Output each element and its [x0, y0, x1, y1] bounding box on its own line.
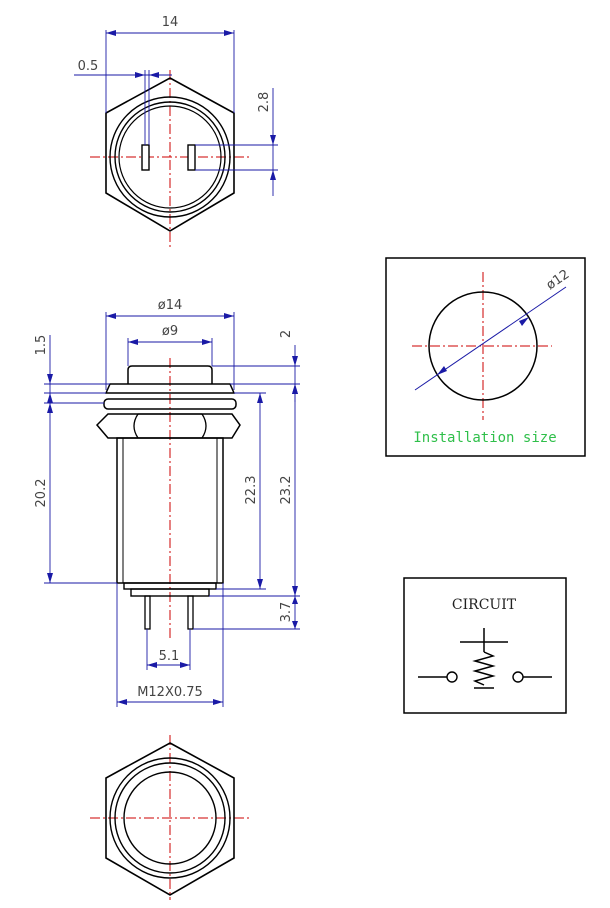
side-view-base — [130, 588, 210, 597]
installation-box-frame — [385, 257, 586, 457]
circuit-panel: CIRCUIT — [403, 577, 567, 714]
installation-arrow-low — [437, 366, 447, 375]
top-view-terminal-left — [141, 144, 150, 171]
dim-14-arrow-right — [224, 30, 234, 36]
bottom-view — [90, 735, 252, 900]
dim-d14-label: ø14 — [158, 298, 183, 313]
dim-0-5-label: 0.5 — [78, 59, 99, 74]
bottom-view-button-ring — [123, 771, 217, 865]
bottom-view-middle-ring — [114, 762, 226, 874]
dim-22-3-label: 22.3 — [244, 476, 259, 505]
dim-thread-arrow-left — [117, 699, 127, 705]
dim-0-5-arrow-right — [149, 72, 159, 78]
circuit-contact-left — [446, 671, 458, 683]
dim-3-7-label: 3.7 — [279, 602, 294, 623]
dim-14-label: 14 — [162, 15, 179, 30]
dim-20-2-arrow-bottom — [47, 573, 53, 583]
bottom-view-hex-nut — [105, 742, 235, 896]
side-view-washer — [103, 398, 237, 410]
side-view-hex-nut — [95, 413, 241, 439]
dim-5-1-label: 5.1 — [159, 649, 180, 664]
installation-hole-circle — [428, 291, 538, 401]
top-view-terminal-right — [187, 144, 196, 171]
installation-diameter-label: ø12 — [544, 267, 573, 293]
dim-22-3-arrow-bottom — [257, 579, 263, 589]
side-view: ø14 ø9 1.5 20.2 2 22.3 — [34, 298, 300, 707]
dim-14-arrow-left — [106, 30, 116, 36]
dim-d9-arrow-right — [202, 339, 212, 345]
circuit-spring-zigzag — [472, 651, 496, 686]
side-view-pin-right — [187, 595, 194, 630]
top-view-outer-ring — [109, 96, 231, 218]
dim-23-2-arrow-top — [292, 384, 298, 394]
dim-2-8-label: 2.8 — [257, 92, 272, 113]
dim-1-5-label: 1.5 — [34, 335, 49, 356]
dim-23-2-label: 23.2 — [279, 476, 294, 505]
dim-22-3-arrow-top — [257, 393, 263, 403]
dim-2-8-arrow-top — [270, 135, 276, 145]
dim-2-label: 2 — [279, 330, 294, 338]
top-view-body-ring — [118, 105, 222, 209]
installation-arrow-high — [519, 317, 529, 326]
installation-caption: Installation size — [413, 430, 556, 446]
dim-2-arrow-top — [292, 356, 298, 366]
circuit-contact-right — [512, 671, 524, 683]
installation-size-panel: ø12 Installation size — [385, 257, 586, 457]
dim-23-2-arrow-bottom — [292, 586, 298, 596]
side-view-nut-facet-right — [201, 413, 207, 439]
top-view-inner-ring — [114, 101, 226, 213]
dim-3-7-arrow-top — [292, 596, 298, 604]
dim-d14-arrow-left — [106, 313, 116, 319]
circuit-title: CIRCUIT — [452, 597, 517, 613]
dim-d9-arrow-left — [128, 339, 138, 345]
dim-20-2-label: 20.2 — [34, 479, 49, 508]
dim-3-7-arrow-bottom — [292, 621, 298, 629]
top-view: 14 0.5 2.8 — [74, 15, 278, 248]
circuit-box-frame — [403, 577, 567, 714]
dim-2-8-arrow-bottom — [270, 170, 276, 180]
dim-5-1-arrow-right — [180, 662, 190, 668]
dim-5-1-arrow-left — [147, 662, 157, 668]
side-view-button-cap — [127, 365, 213, 384]
dim-d14-arrow-right — [224, 313, 234, 319]
dim-1-5-arrow-top — [47, 374, 53, 384]
dim-1-5-arrow-bottom — [47, 393, 53, 403]
side-view-pin-left — [144, 595, 151, 630]
dim-20-2-arrow-top — [47, 403, 53, 413]
dim-thread-label: M12X0.75 — [137, 685, 203, 700]
bottom-view-outer-ring — [109, 757, 231, 879]
dim-0-5-arrow-left — [135, 72, 145, 78]
dim-thread-arrow-right — [213, 699, 223, 705]
side-view-nut-facet-left — [133, 413, 139, 439]
dim-d9-label: ø9 — [162, 324, 178, 339]
